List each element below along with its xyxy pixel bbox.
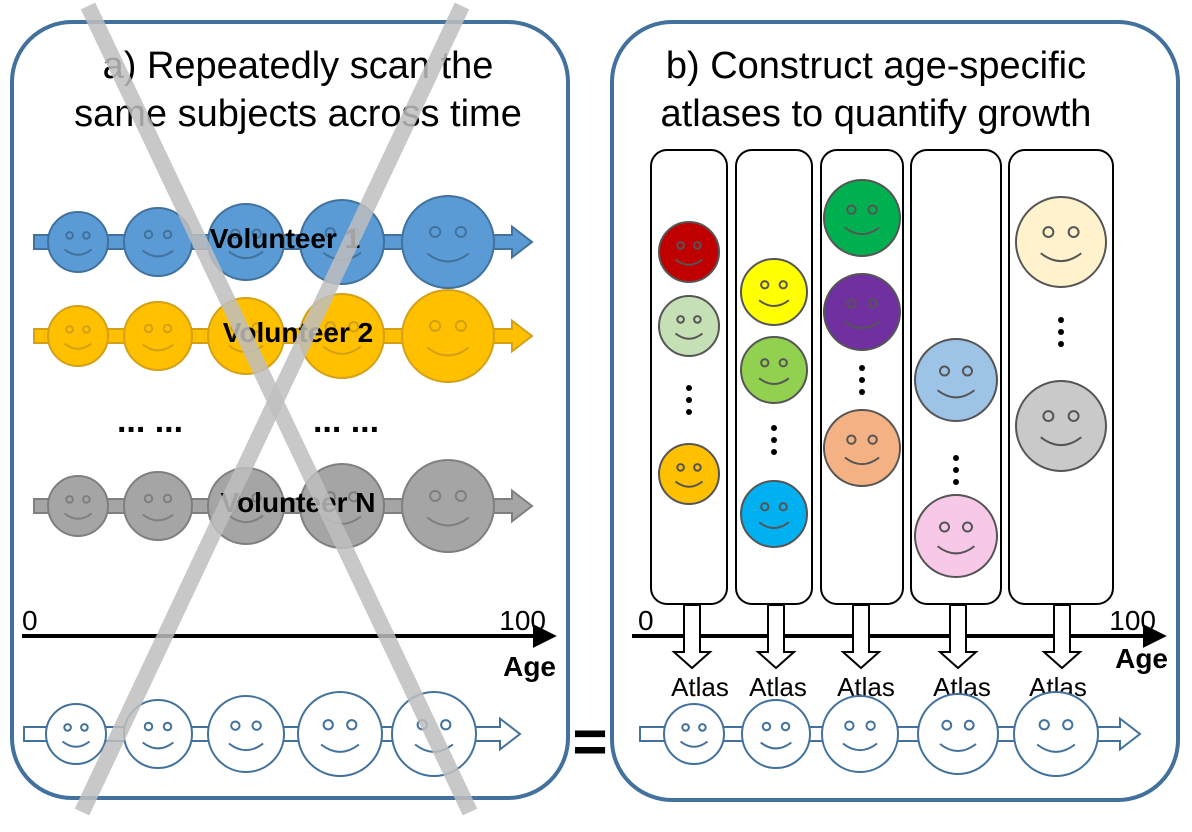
panel-a-frame [10,20,570,800]
age-bins [650,149,1114,605]
panel-b-title-line1: b) Construct age-specific [666,45,1086,87]
equals-sign: = [572,708,607,775]
volunteer-n-label: Volunteer N [220,487,375,518]
atlas-down-arrow [755,604,797,670]
face-icon [401,195,495,289]
face-icon [47,475,109,537]
atlas-label: Atlas [671,672,729,702]
subject-face-icon [823,409,901,487]
vertical-ellipsis-icon [1058,317,1064,347]
age-bin-1 [650,149,728,605]
subject-face-icon [740,480,808,548]
vertical-ellipsis-icon [859,365,865,395]
face-icon [47,211,109,273]
ellipsis-right: ... ... [313,402,379,440]
atlas-down-arrow [1041,604,1083,670]
face-outline-icon [741,699,811,769]
face-icon [123,301,193,371]
face-icon [401,459,495,553]
face-outline-icon [207,695,285,773]
axis-a-end: 100 [499,605,546,636]
axis-b-end: 100 [1109,605,1156,636]
axis-b-start: 0 [638,605,654,636]
face-outline-icon [45,703,107,765]
atlas-label: Atlas [749,672,807,702]
atlas-down-arrow [671,604,713,670]
vertical-ellipsis-icon [686,385,692,415]
axis-a-label: Age [503,651,556,682]
face-outline-icon [663,703,725,765]
atlas-down-arrow [840,604,882,670]
volunteer-1-label: Volunteer 1 [210,223,360,254]
subject-face-icon [1015,196,1107,288]
face-outline-icon [123,699,193,769]
subject-face-icon [658,443,720,505]
axis-b-label: Age [1115,643,1168,674]
cross-line-2 [74,2,470,816]
panel-b-frame [610,20,1180,802]
vertical-ellipsis-icon [953,455,959,485]
subject-face-icon [740,258,808,326]
subject-face-icon [1015,380,1107,472]
face-outline-icon [821,695,899,773]
face-icon [123,471,193,541]
axis-a-start: 0 [22,605,38,636]
subject-face-icon [658,295,720,357]
panel-b-title-line2: atlases to quantify growth [661,93,1092,135]
subject-face-icon [914,494,998,578]
face-outline-icon [917,693,999,775]
outline-growth-row-b [639,691,1142,777]
subject-face-icon [914,338,998,422]
face-outline-icon [297,691,383,777]
subject-face-icon [823,273,901,351]
face-icon [401,289,495,383]
atlas-down-arrow [937,604,979,670]
vertical-ellipsis-icon [771,425,777,455]
face-icon [207,203,285,281]
subject-face-icon [658,221,720,283]
face-icon [47,305,109,367]
subject-face-icon [740,336,808,404]
ellipsis-left: ... ... [117,402,183,440]
face-outline-icon [1013,691,1099,777]
subject-face-icon [823,179,901,257]
